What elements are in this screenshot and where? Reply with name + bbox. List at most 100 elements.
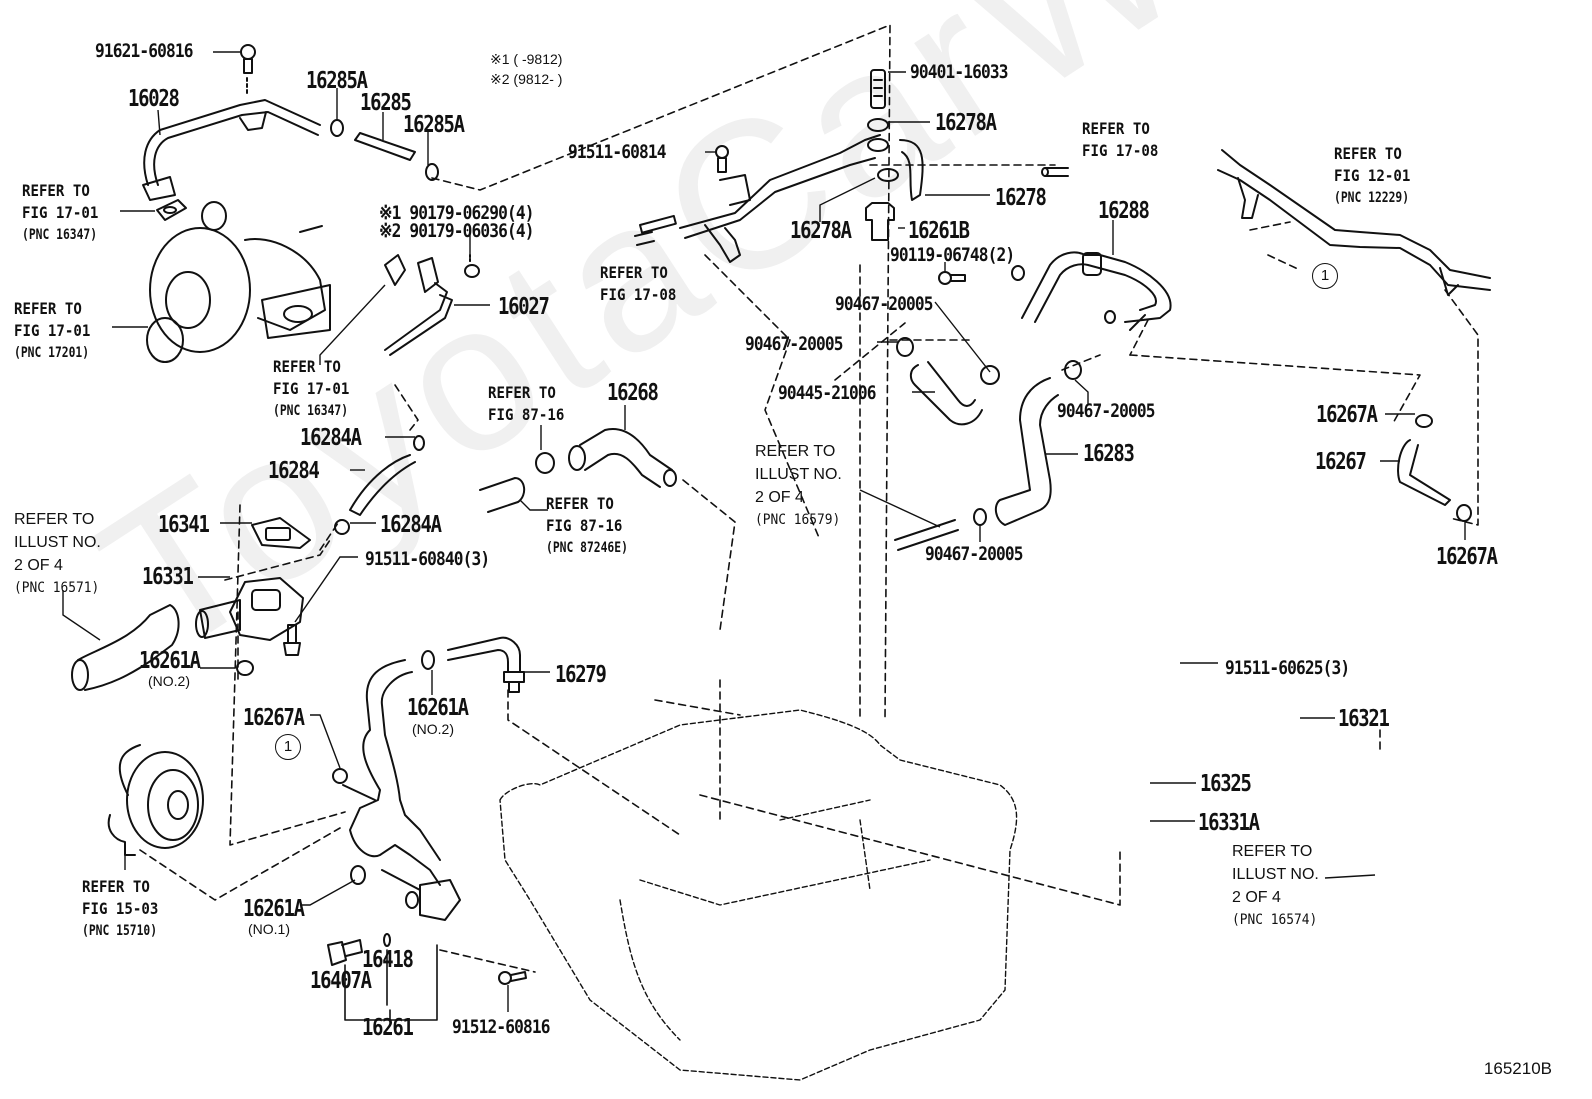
part-label[interactable]: 16278A (790, 218, 852, 244)
pipe-stub-87246E (479, 477, 526, 513)
note-1: ※1 ( -9812) (490, 51, 563, 67)
part-label[interactable]: 16261 (362, 1015, 414, 1041)
sub-label: (NO.2) (148, 673, 190, 689)
part-label[interactable]: 16341 (158, 512, 210, 538)
part-label[interactable]: 90445-21006 (778, 382, 876, 404)
part-label[interactable]: 16278 (995, 185, 1047, 211)
part-label[interactable]: ※2 90179-06036(4) (379, 220, 535, 242)
refer-to-illust-pnc16574[interactable]: REFER TO ILLUST NO. 2 OF 4 (PNC 16574) (1232, 843, 1319, 928)
refer-to-fig17-01-pnc16347-b[interactable]: REFER TO FIG 17-01 (PNC 16347) (273, 357, 350, 419)
hose-16284 (334, 435, 425, 535)
bolt-90401-16033 (870, 69, 886, 109)
part-label[interactable]: 16278A (935, 110, 997, 136)
water-pipe-assembly (639, 134, 924, 263)
part-label[interactable]: 91511-60840(3) (365, 548, 490, 570)
part-label[interactable]: 91621-60816 (95, 40, 193, 62)
sub-label: (NO.1) (248, 921, 290, 937)
pipe-stub-fig17-08 (634, 167, 1069, 246)
hose-16283 (994, 377, 1059, 526)
part-label[interactable]: 16284 (268, 458, 320, 484)
part-label[interactable]: 16267A (243, 705, 305, 731)
dashed-guides (139, 24, 1479, 973)
part-label[interactable]: 16288 (1098, 198, 1150, 224)
clamp-90467-b (980, 365, 1000, 385)
part-label[interactable]: 16267 (1315, 449, 1367, 475)
part-label[interactable]: 90119-06748(2) (890, 244, 1015, 266)
refer-to-fig15-03[interactable]: REFER TO FIG 15-03 (PNC 15710) (82, 877, 159, 939)
gasket-16341 (251, 517, 311, 549)
part-label[interactable]: 91511-60814 (568, 141, 666, 163)
clamp-16267A-left (332, 768, 348, 784)
water-inlet-16331 (195, 577, 304, 641)
oil-cooler (107, 744, 204, 856)
part-label[interactable]: 16267A (1316, 402, 1378, 428)
pipe-fig12-01 (1217, 149, 1491, 296)
part-label[interactable]: 16261A (407, 695, 469, 721)
part-label[interactable]: 16285A (403, 112, 465, 138)
clamp-16261A-left (236, 660, 254, 676)
turbocharger (146, 201, 331, 363)
bolt-91621-60816 (240, 44, 256, 96)
callout-circle: 1 (1312, 263, 1338, 289)
part-label[interactable]: 16028 (128, 86, 180, 112)
part-label[interactable]: 16407A (310, 968, 372, 994)
part-label[interactable]: 90467-20005 (835, 293, 933, 315)
pipe-stub-16579 (894, 519, 959, 551)
bolt-91512-60816 (498, 971, 527, 985)
part-label[interactable]: 90467-20005 (1057, 400, 1155, 422)
part-label[interactable]: 16325 (1200, 771, 1252, 797)
sub-label: (NO.2) (412, 721, 454, 737)
part-label[interactable]: 91512-60816 (452, 1016, 550, 1038)
part-label[interactable]: ※1 90179-06290(4) (379, 202, 535, 224)
part-label[interactable]: 90467-20005 (745, 333, 843, 355)
refer-to-fig17-08-a[interactable]: REFER TO FIG 17-08 (600, 263, 677, 304)
callout-circle: 1 (275, 734, 301, 760)
part-label[interactable]: 16285 (360, 90, 412, 116)
refer-to-illust-pnc16579[interactable]: REFER TO ILLUST NO. 2 OF 4 (PNC 16579) (755, 443, 842, 528)
part-label[interactable]: 16283 (1083, 441, 1135, 467)
hose-16267 (1397, 414, 1472, 522)
part-label[interactable]: 16418 (362, 947, 414, 973)
refer-to-fig87-16-b[interactable]: REFER TO FIG 87-16 (PNC 87246E) (546, 494, 628, 556)
refer-to-fig12-01[interactable]: REFER TO FIG 12-01 (PNC 12229) (1334, 144, 1411, 206)
sensor-16407A (327, 939, 363, 966)
pipe-16027 (384, 254, 480, 356)
refer-to-illust-pnc16571[interactable]: REFER TO ILLUST NO. 2 OF 4 (PNC 16571) (14, 511, 101, 596)
hose-assembly-16261 (342, 659, 461, 921)
part-label[interactable]: 16284A (300, 425, 362, 451)
pipe-16028 (142, 99, 321, 201)
part-label[interactable]: 16261B (908, 218, 970, 244)
refer-to-fig17-08-b[interactable]: REFER TO FIG 17-08 (1082, 119, 1159, 160)
group-bracket-16261 (344, 944, 438, 1021)
refer-to-fig17-01-pnc16347[interactable]: REFER TO FIG 17-01 (PNC 16347) (22, 181, 99, 243)
clamp-90467-c (1064, 360, 1082, 380)
part-label[interactable]: 16261A (139, 648, 201, 674)
part-label[interactable]: 16331A (1198, 810, 1260, 836)
part-label[interactable]: 16284A (380, 512, 442, 538)
part-label[interactable]: 16268 (607, 380, 659, 406)
engine-block (499, 709, 1018, 1081)
part-label[interactable]: 91511-60625(3) (1225, 657, 1350, 679)
hose-16571 (71, 604, 180, 691)
pipe-16279 (447, 636, 525, 693)
part-label[interactable]: 90401-16033 (910, 61, 1008, 83)
refer-to-fig87-16-a[interactable]: REFER TO FIG 87-16 (488, 383, 565, 424)
part-label[interactable]: 16285A (306, 68, 368, 94)
refer-to-fig17-01-pnc17201[interactable]: REFER TO FIG 17-01 (PNC 17201) (14, 299, 91, 361)
clamp-fig87-16 (535, 452, 555, 474)
part-label[interactable]: 16267A (1436, 544, 1498, 570)
part-label[interactable]: 16321 (1338, 706, 1390, 732)
clamp-16261A-center (421, 650, 435, 670)
o-ring-16418 (383, 933, 391, 947)
part-label[interactable]: 16261A (243, 896, 305, 922)
part-label[interactable]: 16027 (498, 294, 550, 320)
clamp-16261A-no1 (350, 865, 366, 885)
note-2: ※2 (9812- ) (490, 71, 563, 87)
part-label[interactable]: 90467-20005 (925, 543, 1023, 565)
part-label[interactable]: 16279 (555, 662, 607, 688)
figure-id: 165210B (1483, 1059, 1552, 1078)
part-label[interactable]: 16331 (142, 564, 194, 590)
